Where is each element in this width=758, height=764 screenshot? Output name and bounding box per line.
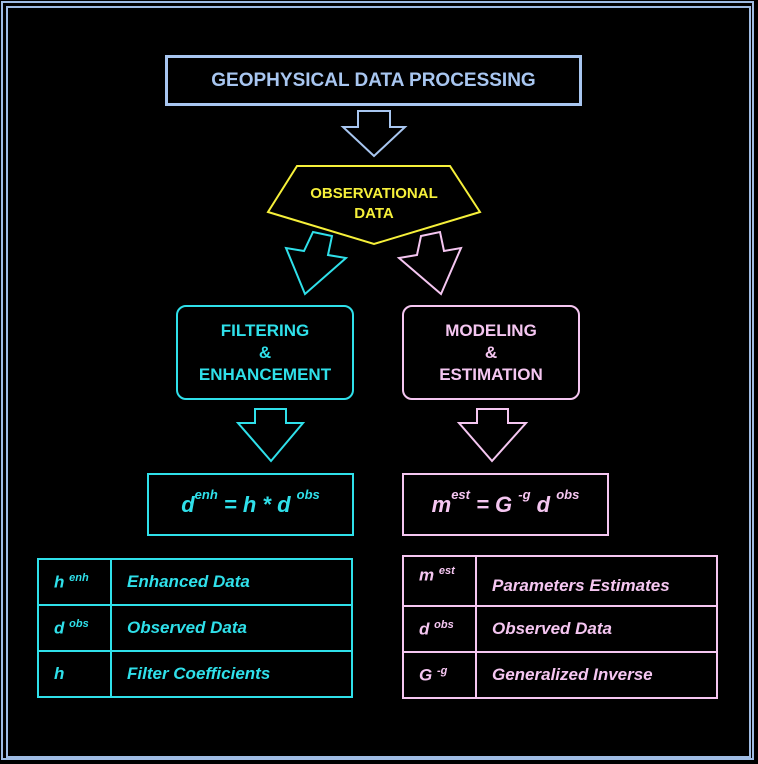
legend-symbol: G -g xyxy=(402,651,477,699)
arrow-data-to-filtering xyxy=(284,230,349,296)
table-row: h enh Enhanced Data xyxy=(37,558,353,606)
filtering-enhancement-box: FILTERING & ENHANCEMENT xyxy=(176,305,354,400)
filtering-legend-table: h enh Enhanced Data d obs Observed Data … xyxy=(37,558,353,698)
eq-left-lhs: d xyxy=(181,491,195,517)
legend-description: Enhanced Data xyxy=(110,558,353,606)
modeling-line1: MODELING xyxy=(445,320,537,340)
eq-left-lhs-sup: enh xyxy=(194,487,218,503)
arrow-data-to-modeling xyxy=(396,230,463,296)
eq-right-rhs-sup: obs xyxy=(556,487,580,503)
eq-right-lhs: m xyxy=(431,491,452,517)
eq-right-mid: = G xyxy=(469,491,519,517)
legend-symbol: m est xyxy=(402,555,477,607)
legend-symbol: d obs xyxy=(402,605,477,653)
arrow-modeling-to-equation xyxy=(456,408,529,463)
legend-description: Generalized Inverse xyxy=(475,651,718,699)
observational-line2: DATA xyxy=(354,205,394,222)
legend-description: Observed Data xyxy=(110,604,353,652)
modeling-legend-table: m est Parameters Estimates d obs Observe… xyxy=(402,555,718,699)
legend-symbol: h enh xyxy=(37,558,112,606)
filtering-line2: & xyxy=(258,342,272,362)
title-text: GEOPHYSICAL DATA PROCESSING xyxy=(211,69,536,91)
eq-right-mid-sup: -g xyxy=(518,487,531,503)
observational-data-label: OBSERVATIONAL DATA xyxy=(268,184,480,224)
eq-left-rhs-sup: obs xyxy=(296,487,320,503)
legend-description: Observed Data xyxy=(475,605,718,653)
table-row: h Filter Coefficients xyxy=(37,650,353,698)
enhancement-equation: denh = h * d obs xyxy=(147,473,354,536)
table-row: G -g Generalized Inverse xyxy=(402,651,718,699)
arrow-filtering-to-equation xyxy=(235,408,306,463)
eq-right-tail: d xyxy=(530,491,557,517)
modeling-line3: ESTIMATION xyxy=(439,364,543,384)
legend-symbol: h xyxy=(37,650,112,698)
arrow-title-to-data xyxy=(340,110,408,158)
filtering-line3: ENHANCEMENT xyxy=(198,364,332,384)
table-row: d obs Observed Data xyxy=(402,605,718,653)
legend-description: Filter Coefficients xyxy=(110,650,353,698)
inner-frame xyxy=(6,6,751,758)
table-row: m est Parameters Estimates xyxy=(402,555,718,607)
modeling-estimation-box: MODELING & ESTIMATION xyxy=(402,305,580,400)
observational-data-shape xyxy=(266,165,482,246)
eq-right-lhs-sup: est xyxy=(451,487,470,503)
eq-left-mid: = h * d xyxy=(217,491,297,517)
legend-symbol: d obs xyxy=(37,604,112,652)
estimation-equation: mest = G -g d obs xyxy=(402,473,609,536)
modeling-line2: & xyxy=(484,342,498,362)
title-box: GEOPHYSICAL DATA PROCESSING xyxy=(165,55,582,106)
observational-line1: OBSERVATIONAL xyxy=(310,185,438,202)
legend-description: Parameters Estimates xyxy=(475,555,718,607)
filtering-line1: FILTERING xyxy=(220,320,310,340)
table-row: d obs Observed Data xyxy=(37,604,353,652)
